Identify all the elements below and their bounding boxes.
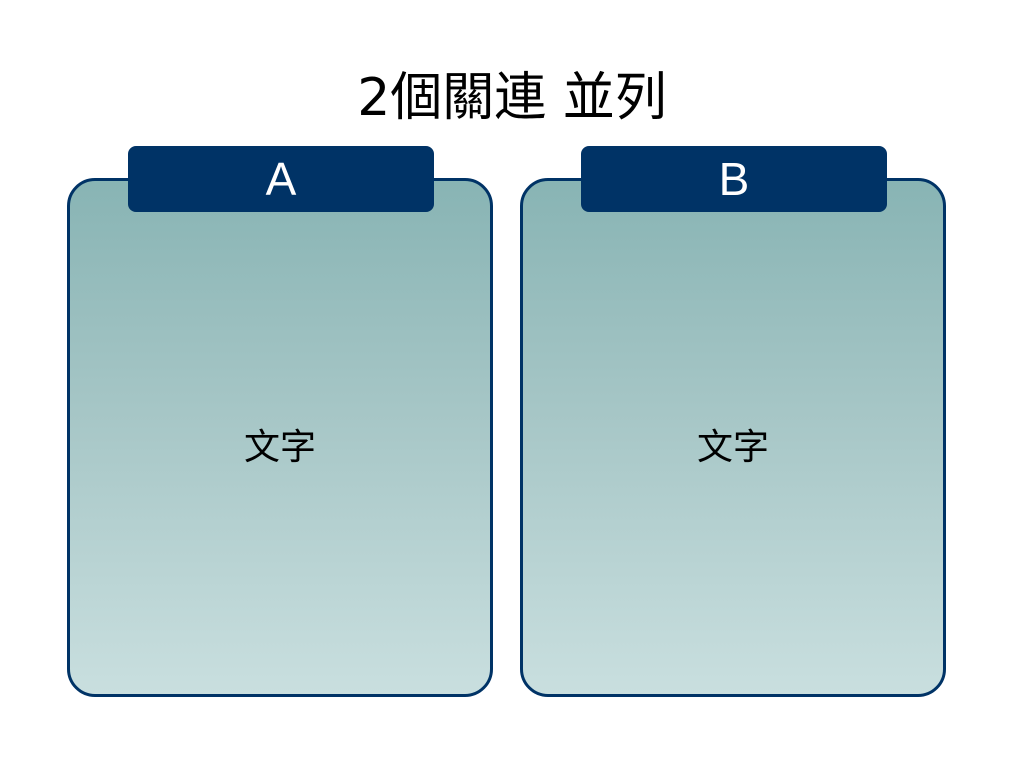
panel-a: 文字 [67,178,493,697]
panel-a-header: A [128,146,434,212]
panel-b-header: B [581,146,887,212]
panel-b-text: 文字 [696,427,769,468]
panel-b: 文字 [520,178,946,697]
slide-title: 2個關連 並列 [357,68,667,128]
panel-a-text: 文字 [243,427,316,468]
